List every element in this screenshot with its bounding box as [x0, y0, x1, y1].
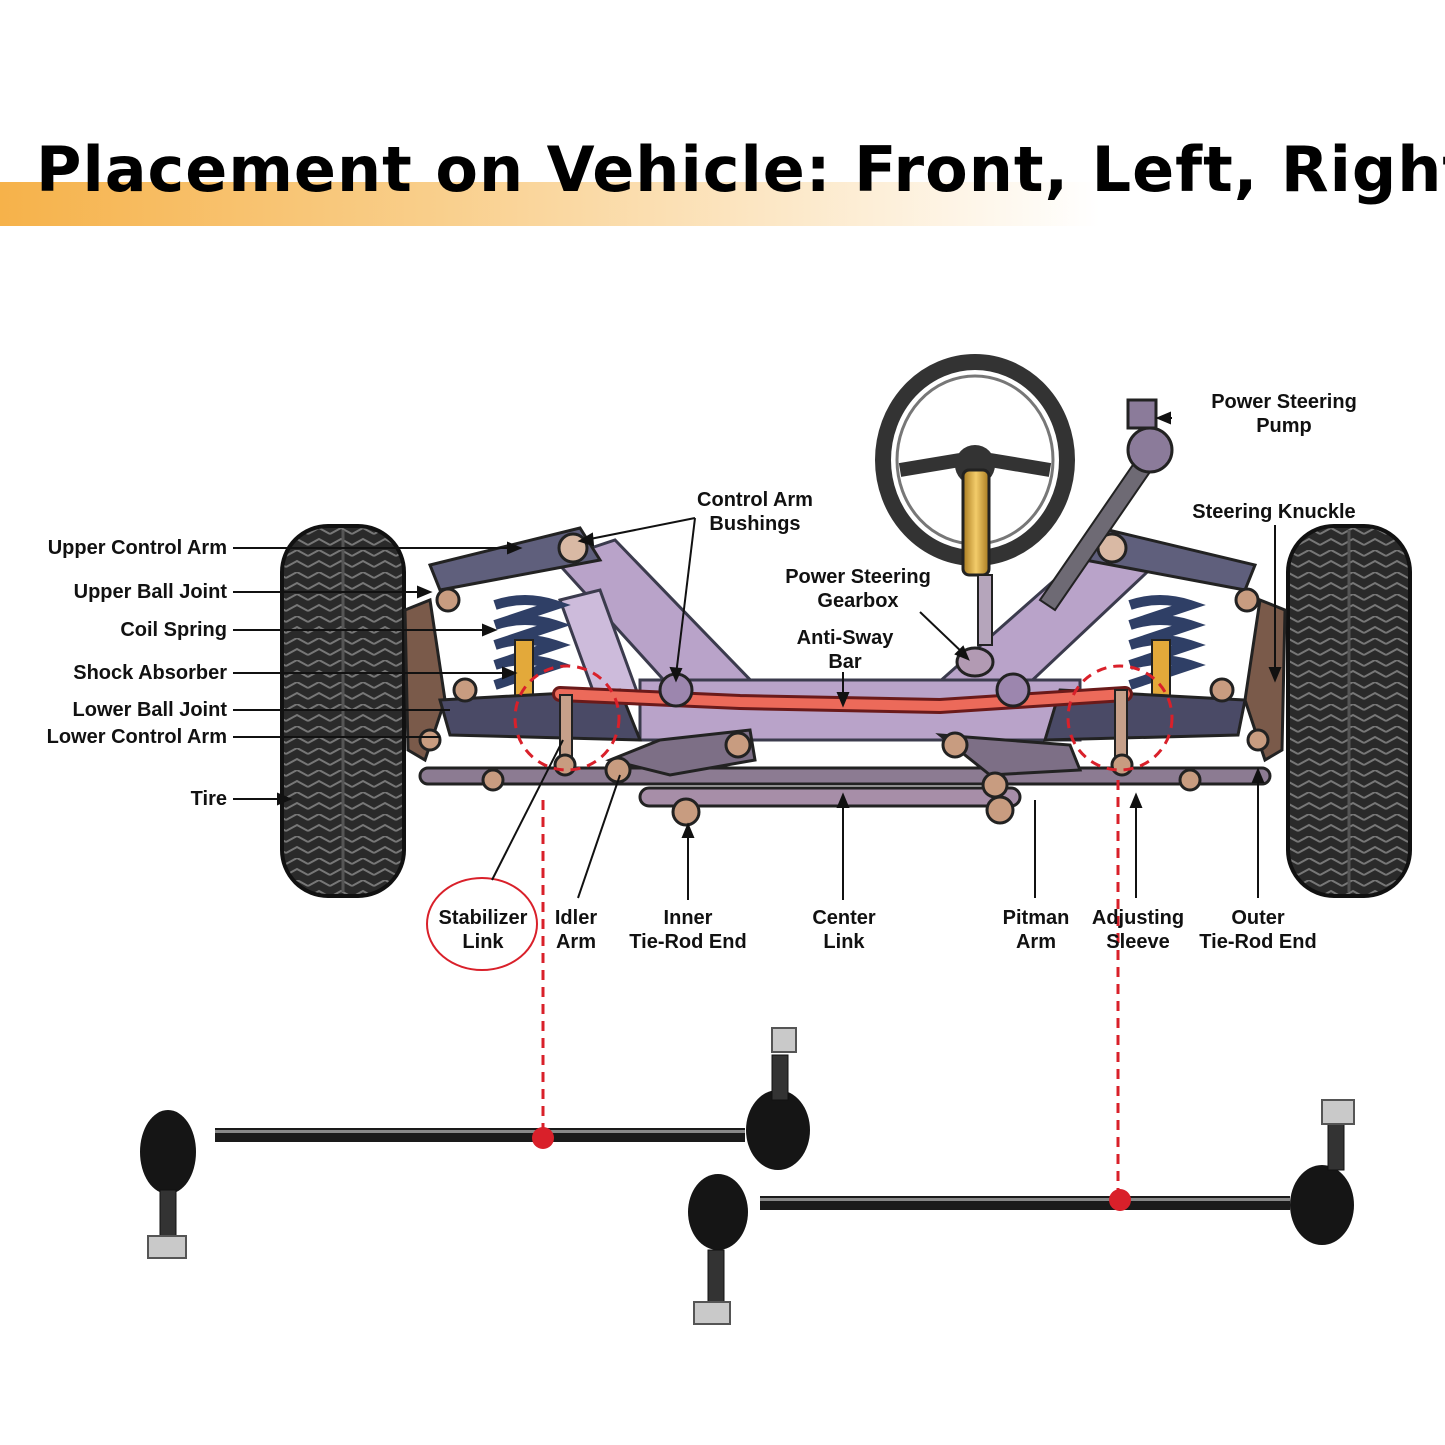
title-accent-band	[0, 182, 1100, 226]
label-shock-absorber: Shock Absorber	[73, 662, 227, 684]
steering-column	[961, 468, 991, 577]
stabilizer-link-product	[140, 1027, 810, 1259]
label-steering-knuckle: Steering Knuckle	[1192, 501, 1356, 523]
highlight-circle-right	[1066, 664, 1174, 772]
tire-icon	[1286, 524, 1412, 898]
bushing	[557, 532, 589, 564]
label-tire: Tire	[190, 788, 227, 810]
label-lower-control-arm: Lower Control Arm	[46, 726, 227, 748]
marker-dot-left	[532, 1127, 554, 1149]
leader-lines	[233, 411, 1282, 900]
coil-spring	[493, 595, 1206, 690]
stabilizer-link-product	[688, 1099, 1355, 1325]
page-title: Placement on Vehicle: Front, Left, Right	[36, 133, 1445, 206]
label-upper-control-arm: Upper Control Arm	[47, 537, 227, 559]
marker-dot-right	[1109, 1189, 1131, 1211]
label-lower-ball-joint: Lower Ball Joint	[72, 699, 227, 721]
label-upper-ball-joint: Upper Ball Joint	[73, 581, 227, 603]
steering-linkage	[418, 728, 1272, 808]
label-coil-spring: Coil Spring	[120, 619, 227, 641]
power-steering-pump	[1038, 398, 1174, 612]
highlight-circle-left	[513, 664, 621, 772]
joint-nuts	[418, 587, 1270, 827]
stabilizer-link-label-circle	[426, 877, 538, 971]
